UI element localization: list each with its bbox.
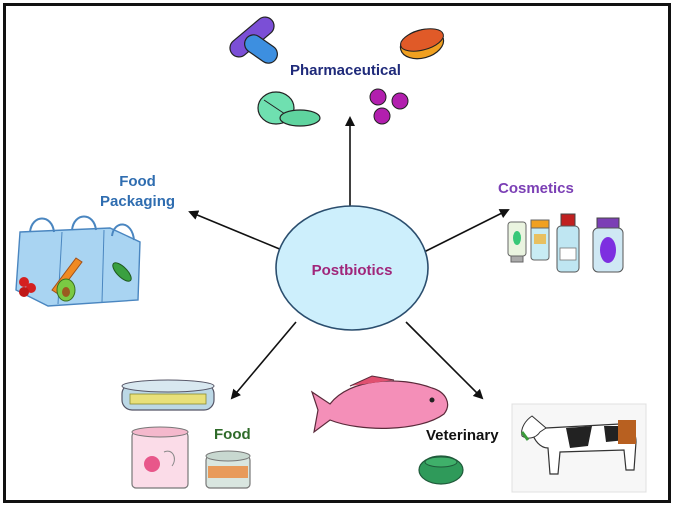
tall-can-icon [131,426,189,489]
fish-icon [310,375,449,434]
purple-beads-icon [369,88,409,125]
green-tablet-icon [257,91,321,127]
arrow-to-cosmetics [419,209,510,255]
food-packaging-label: Food Packaging [100,172,175,212]
cow-icon [511,403,647,493]
tube-icon [507,221,527,263]
postbiotics-node [275,205,429,331]
cosmetics-label: Cosmetics [498,180,574,197]
feeding-bowl-icon [418,455,464,485]
food-packaging-label-line1: Food [119,173,156,190]
arrow-to-food [230,321,297,400]
food-label: Food [214,426,251,443]
arrow-to-food-packaging [188,210,283,251]
vegetables-icon [19,257,132,302]
postbiotics-label: Postbiotics [311,262,393,279]
pharmaceutical-label: Pharmaceutical [290,62,401,79]
short-can-icon [205,450,251,489]
sardine-can-icon [121,379,215,411]
food-packaging-label-line2: Packaging [100,193,176,210]
orange-tablet-icon [399,28,445,60]
small-jar-icon [530,219,550,261]
veterinary-label: Veterinary [426,427,499,444]
serum-bottle-icon [556,213,580,273]
pump-bottle-icon [592,217,624,273]
capsule-pill-icon [229,16,278,64]
arrow-to-veterinary [405,321,484,400]
